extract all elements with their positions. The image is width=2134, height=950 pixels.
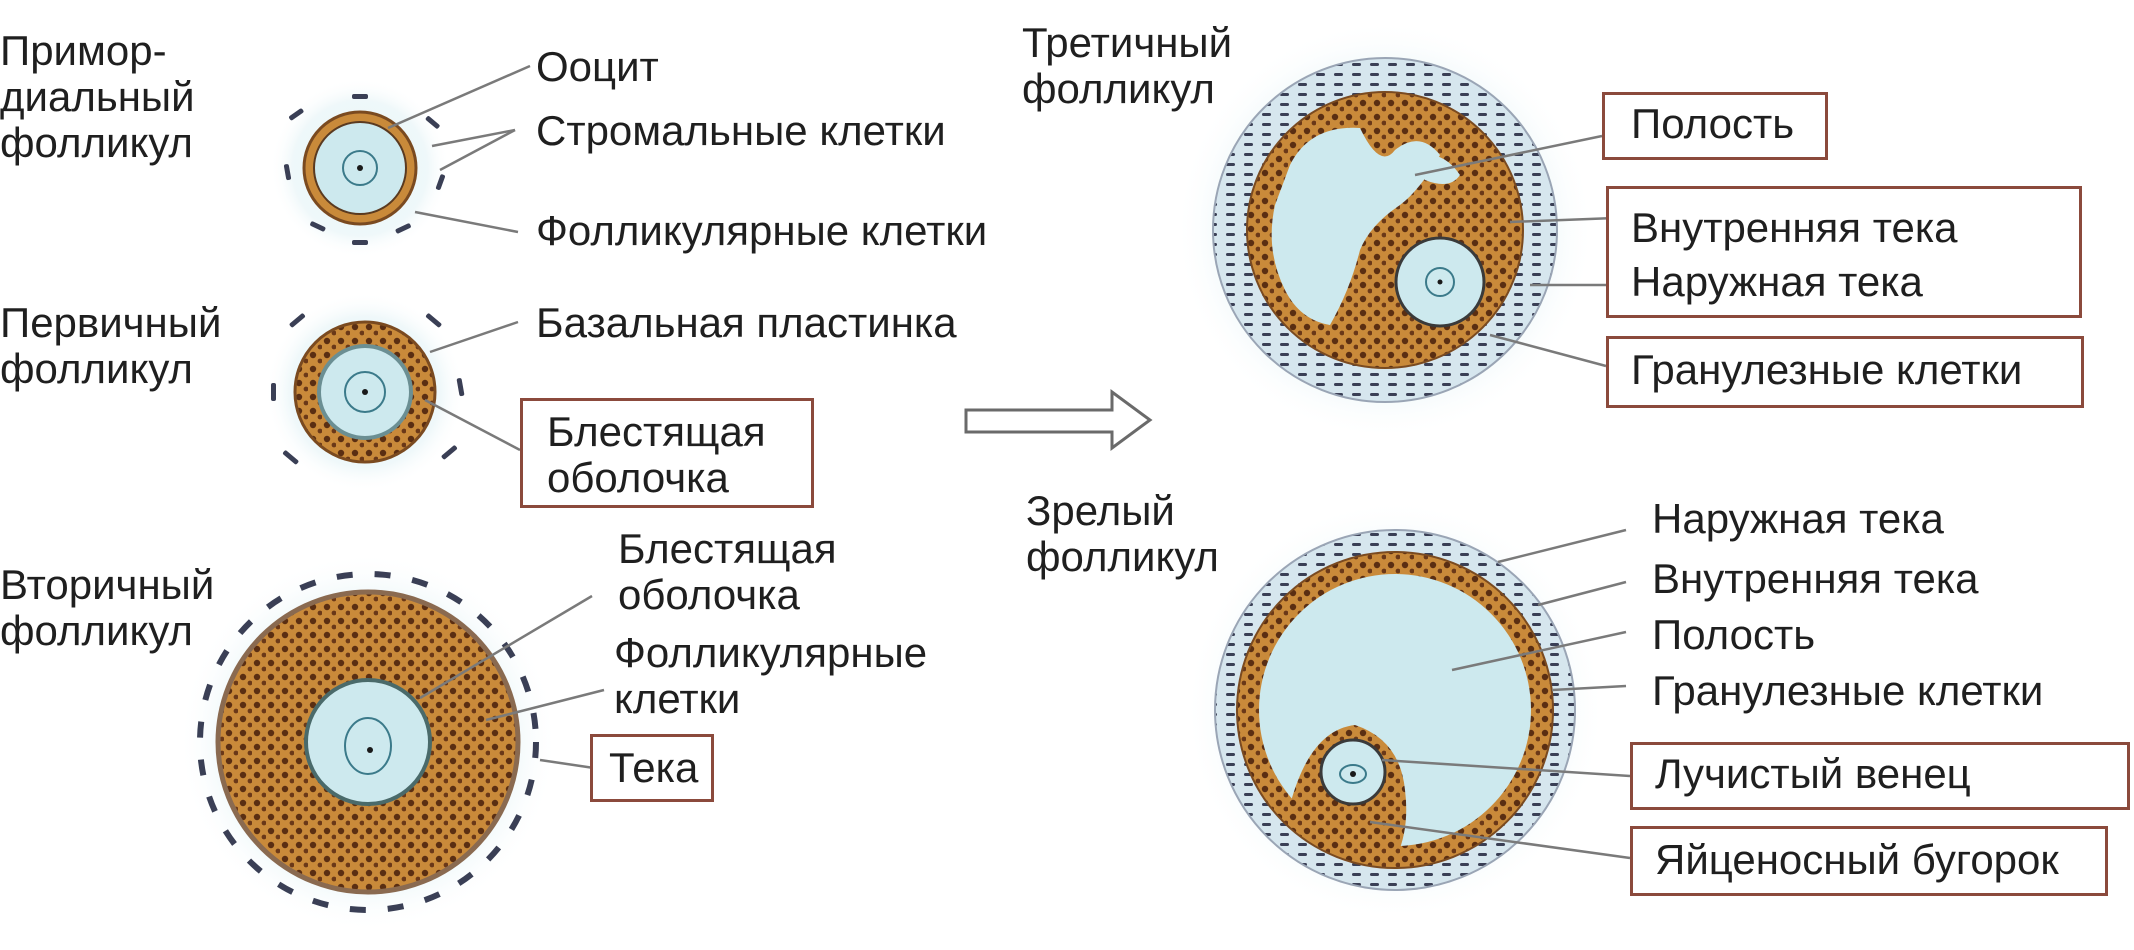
tertiary-follicle <box>1175 20 1595 440</box>
label-theca-interna-2: Внутренняя тека <box>1652 555 1979 602</box>
label-cavity: Полость <box>1631 100 1795 147</box>
label-theca-externa-2: Наружная тека <box>1652 495 1944 542</box>
box-cumulus: Яйценосный бугорок <box>1630 826 2108 896</box>
label-granulosa-cells-2: Гранулезные клетки <box>1652 667 2044 714</box>
label-follicular-cells-2: Фолликулярные клетки <box>614 629 928 722</box>
label-corona-radiata: Лучистый венец <box>1655 750 1971 797</box>
label-follicular-cells: Фолликулярные клетки <box>536 207 988 254</box>
stage-primary-title: Первичный фолликул <box>0 299 222 392</box>
box-theca: Тека <box>590 734 714 802</box>
box-zona-pellucida: Блестящая оболочка <box>520 398 814 508</box>
stage-secondary-title: Вторичный фолликул <box>0 561 215 654</box>
box-cavity: Полость <box>1602 92 1828 160</box>
secondary-follicle <box>178 552 558 932</box>
box-theca-layers: Внутренняя тека Наружная тека <box>1606 186 2082 318</box>
progression-arrow <box>964 389 1153 451</box>
stage-mature-title: Зрелый фолликул <box>1026 487 1219 580</box>
primordial-follicle <box>270 78 450 258</box>
label-granulosa-cells: Гранулезные клетки <box>1631 346 2023 393</box>
stage-tertiary-title: Третичный фолликул <box>1022 19 1233 112</box>
stage-primordial-title: Примор- диальный фолликул <box>0 27 195 166</box>
stromal-cells <box>283 94 445 245</box>
label-theca-externa: Наружная тека <box>1631 258 1923 305</box>
leader-lines <box>387 64 1631 860</box>
label-oocyte: Ооцит <box>536 43 659 90</box>
label-cavity-2: Полость <box>1652 611 1816 658</box>
box-granulosa: Гранулезные клетки <box>1606 336 2084 408</box>
label-basal-lamina: Базальная пластинка <box>536 299 957 346</box>
antral-cavity <box>1271 127 1440 325</box>
label-zona-pellucida: Блестящая оболочка <box>547 408 766 501</box>
label-zona-pellucida-2: Блестящая оболочка <box>618 525 837 618</box>
label-stromal-cells: Стромальные клетки <box>536 107 946 154</box>
label-cumulus-oophorus: Яйценосный бугорок <box>1655 836 2059 883</box>
mature-follicle <box>1185 500 1605 920</box>
label-theca-interna: Внутренняя тека <box>1631 204 1958 251</box>
label-theca: Тека <box>609 744 699 791</box>
stromal-cells <box>271 313 465 465</box>
box-corona-radiata: Лучистый венец <box>1630 742 2130 810</box>
primary-follicle <box>265 292 465 492</box>
